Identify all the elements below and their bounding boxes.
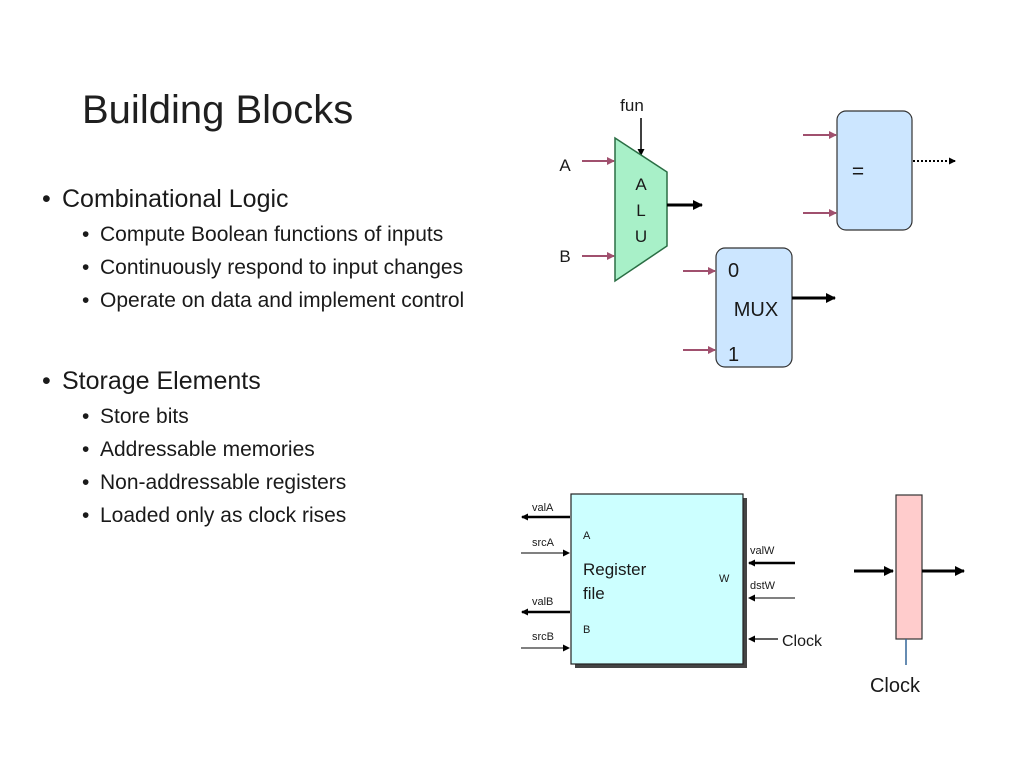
bullet-store-bits: Store bits <box>40 400 520 433</box>
mux-block: 0 MUX 1 <box>683 247 836 368</box>
alu-block: fun A B A L U <box>559 96 703 283</box>
equality-box <box>836 110 913 231</box>
bullet-loaded-as-clock-rises: Loaded only as clock rises <box>40 499 520 532</box>
bullet-combinational-logic: Combinational Logic <box>40 180 520 218</box>
alu-input-a-label: A <box>559 156 571 175</box>
register-clock-label: Clock <box>870 675 921 697</box>
alu-letter-u: U <box>635 227 647 246</box>
srcA-label: srcA <box>532 537 555 549</box>
register-file-port-a: A <box>583 530 591 542</box>
register-file-clock-label: Clock <box>782 633 823 650</box>
mux-input1-label: 1 <box>728 344 739 366</box>
bullet-operate-on-data: Operate on data and implement control <box>40 284 520 317</box>
alu-letter-a: A <box>635 175 647 194</box>
register-block: Clock <box>854 494 965 697</box>
bullet-list: Combinational Logic Compute Boolean func… <box>40 180 520 532</box>
valW-label: valW <box>750 545 775 557</box>
bullet-storage-elements: Storage Elements <box>40 362 520 400</box>
register-box <box>895 494 923 640</box>
dstW-label: dstW <box>750 580 776 592</box>
alu-fun-label: fun <box>620 96 644 115</box>
bullet-addressable-memories: Addressable memories <box>40 433 520 466</box>
mux-box <box>715 247 793 368</box>
alu-input-b-label: B <box>559 247 570 266</box>
bullet-compute-boolean: Compute Boolean functions of inputs <box>40 218 520 251</box>
equality-block: = <box>803 110 956 231</box>
slide-title: Building Blocks <box>82 88 354 132</box>
srcB-label: srcB <box>532 631 554 643</box>
mux-label: MUX <box>734 299 778 321</box>
register-file-port-w: W <box>719 573 730 585</box>
valB-label: valB <box>532 596 553 608</box>
mux-input0-label: 0 <box>728 260 739 282</box>
register-file-block: A Register file W B valA srcA valB srcB … <box>521 493 823 668</box>
register-file-port-b: B <box>583 624 590 636</box>
bullet-continuously-respond: Continuously respond to input changes <box>40 251 520 284</box>
register-file-label-line1: Register <box>583 560 647 579</box>
register-file-box <box>570 493 744 665</box>
alu-letter-l: L <box>636 201 645 220</box>
alu-trapezoid <box>614 136 668 283</box>
equality-symbol: = <box>852 160 864 183</box>
register-file-label-line2: file <box>583 584 605 603</box>
bullet-non-addressable-registers: Non-addressable registers <box>40 466 520 499</box>
valA-label: valA <box>532 502 554 514</box>
